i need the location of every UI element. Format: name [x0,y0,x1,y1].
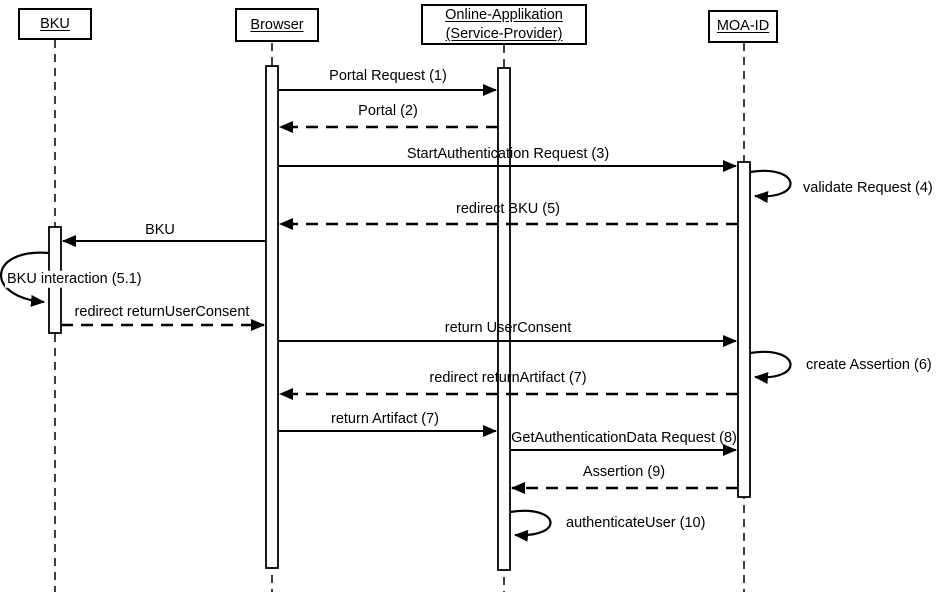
message-label-validate-request: validate Request (4) [803,179,933,196]
self-loops [0,169,792,542]
message-label-create-assertion: create Assertion (6) [806,356,932,373]
message-label-bku: BKU [145,221,175,238]
message-label-authenticateuser: authenticateUser (10) [566,514,706,531]
message-label-return-userconsent: return UserConsent [444,319,572,336]
actor-box-bku: BKU [18,8,92,40]
dashed-arrows [61,121,738,494]
message-label-redirect-returnuserconsent: redirect returnUserConsent [74,303,250,320]
message-label-bku-interaction: BKU interaction (5.1) [5,270,144,288]
self-loop-bku-interaction [0,251,50,307]
activation-bar-moa-id [737,161,751,498]
solid-arrows [62,84,737,456]
self-loop-authenticateuser [509,509,552,542]
self-loop-validate-request [749,169,792,203]
message-label-redirect-bku: redirect BKU (5) [456,200,560,217]
message-label-startauthentication: StartAuthentication Request (3) [406,145,610,162]
activation-bar-browser [265,65,279,569]
message-label-portal-return: Portal (2) [358,102,418,119]
message-label-redirect-returnartifact: redirect returnArtifact (7) [429,369,587,386]
message-label-return-artifact: return Artifact (7) [331,410,439,427]
message-label-portal-request: Portal Request (1) [329,67,447,84]
actor-box-moa-id: MOA-ID [708,10,778,43]
self-loop-create-assertion [749,350,792,384]
activation-bar-online-app [497,67,511,571]
message-label-assertion: Assertion (9) [582,463,666,480]
actor-box-online-app: Online-Applikation (Service-Provider) [421,4,587,45]
message-label-getauthenticationdata: GetAuthenticationData Request (8) [511,429,737,446]
actor-box-browser: Browser [235,8,319,42]
